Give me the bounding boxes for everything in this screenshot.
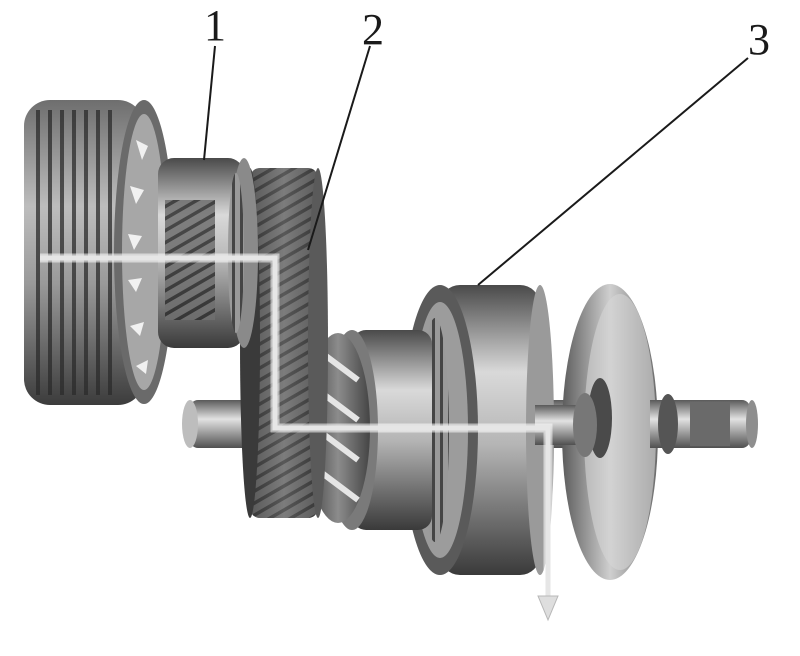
- leader-line-2: [307, 45, 371, 251]
- leader-line-3: [477, 57, 749, 286]
- leader-line-1: [203, 45, 216, 161]
- flow-arrowhead-icon: [537, 595, 559, 622]
- callout-label-2: 2: [362, 5, 384, 54]
- planetary-carrier: [158, 158, 258, 348]
- clutch-drum: [24, 100, 174, 405]
- callout-label-3: 3: [748, 15, 770, 64]
- leader-lines: [203, 45, 749, 286]
- power-flow-path: [40, 253, 559, 622]
- callout-label-1: 1: [204, 1, 226, 50]
